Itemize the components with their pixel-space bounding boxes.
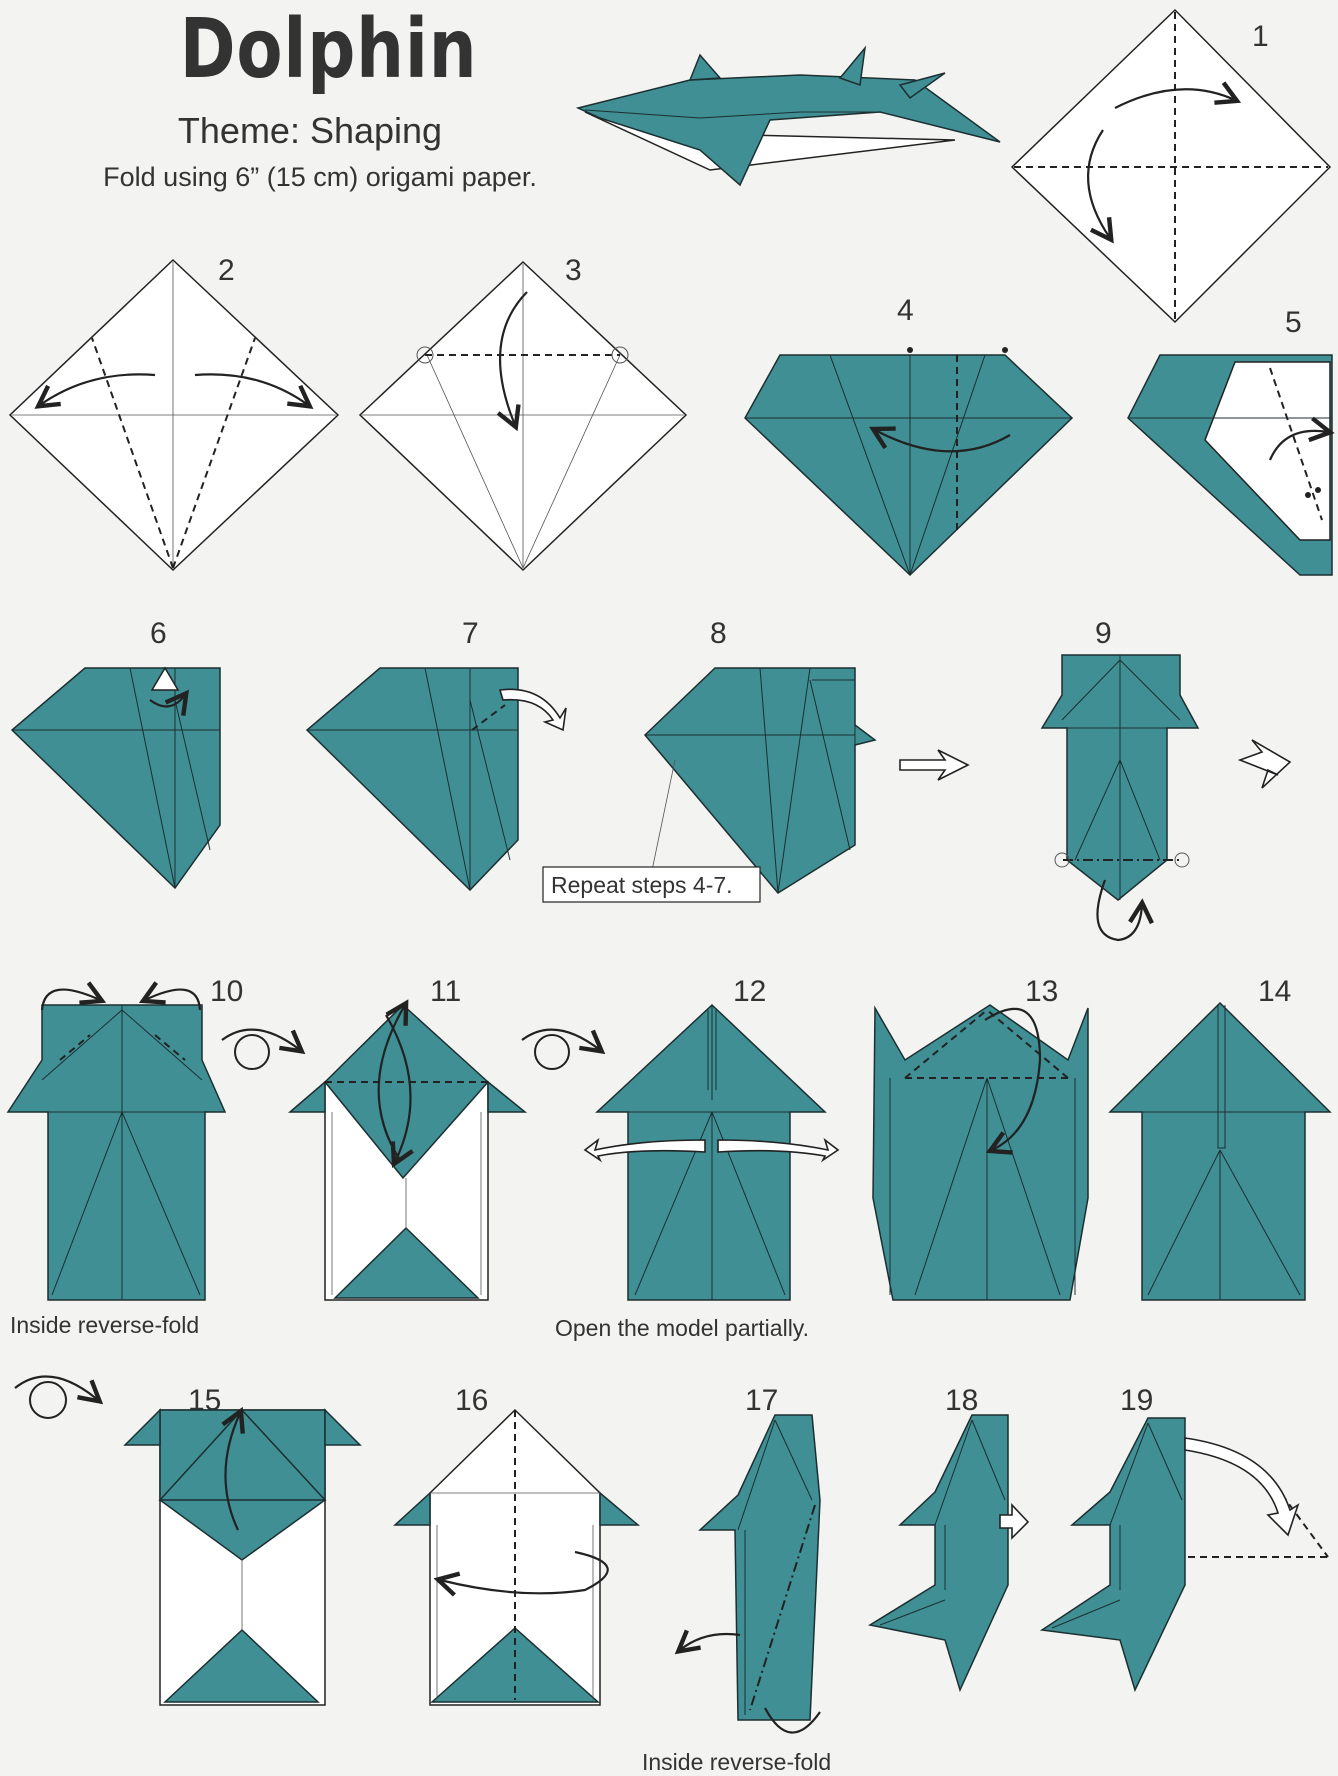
step-number-19: 19 bbox=[1120, 1384, 1153, 1417]
step-number-10: 10 bbox=[210, 975, 243, 1008]
step-number-13: 13 bbox=[1025, 975, 1058, 1008]
step-number-1: 1 bbox=[1252, 20, 1269, 53]
step-number-12: 12 bbox=[733, 975, 766, 1008]
step-number-4: 4 bbox=[897, 294, 914, 327]
step-6: 6 bbox=[12, 617, 220, 888]
step-1: 1 bbox=[1012, 10, 1330, 322]
step-number-8: 8 bbox=[710, 617, 727, 650]
step-14: 14 bbox=[1110, 975, 1330, 1300]
step-15: 15 bbox=[125, 1384, 360, 1705]
turn-over-symbol bbox=[15, 1376, 98, 1418]
step-number-2: 2 bbox=[218, 254, 235, 287]
step-number-7: 7 bbox=[462, 617, 479, 650]
step-number-11: 11 bbox=[430, 975, 461, 1008]
step-7: 7 bbox=[307, 617, 566, 890]
step-2: 2 bbox=[10, 254, 338, 570]
step-19: 19 bbox=[1042, 1384, 1328, 1690]
step-4: 4 bbox=[745, 294, 1072, 575]
step-9: 9 bbox=[1042, 617, 1290, 940]
step-18: 18 bbox=[870, 1384, 1028, 1690]
step-11: 11 bbox=[290, 975, 600, 1300]
step-10: 10 Inside reverse-fold bbox=[8, 975, 300, 1338]
step-5: 5 bbox=[1128, 306, 1332, 575]
step-number-6: 6 bbox=[150, 617, 167, 650]
step-number-14: 14 bbox=[1258, 975, 1291, 1008]
step-number-16: 16 bbox=[455, 1384, 488, 1417]
step-number-17: 17 bbox=[745, 1384, 778, 1417]
step-17: 17 Inside reverse-fold bbox=[642, 1384, 831, 1775]
step-number-18: 18 bbox=[945, 1384, 978, 1417]
inside-reverse-fold-label: Inside reverse-fold bbox=[10, 1312, 199, 1338]
step-8: 8 Repeat steps 4-7. bbox=[543, 617, 968, 902]
open-model-label: Open the model partially. bbox=[555, 1315, 809, 1341]
step-number-5: 5 bbox=[1285, 306, 1302, 339]
inside-reverse-fold-label-2: Inside reverse-fold bbox=[642, 1749, 831, 1775]
step-number-9: 9 bbox=[1095, 617, 1112, 650]
step-12: 12 Open the model partially. bbox=[555, 975, 838, 1341]
repeat-callout-text: Repeat steps 4-7. bbox=[551, 872, 733, 898]
finished-dolphin-illustration bbox=[578, 48, 1000, 185]
step-16: 16 bbox=[395, 1384, 638, 1705]
step-number-3: 3 bbox=[565, 254, 582, 287]
step-3: 3 bbox=[360, 254, 686, 570]
step-13: 13 bbox=[873, 975, 1088, 1300]
